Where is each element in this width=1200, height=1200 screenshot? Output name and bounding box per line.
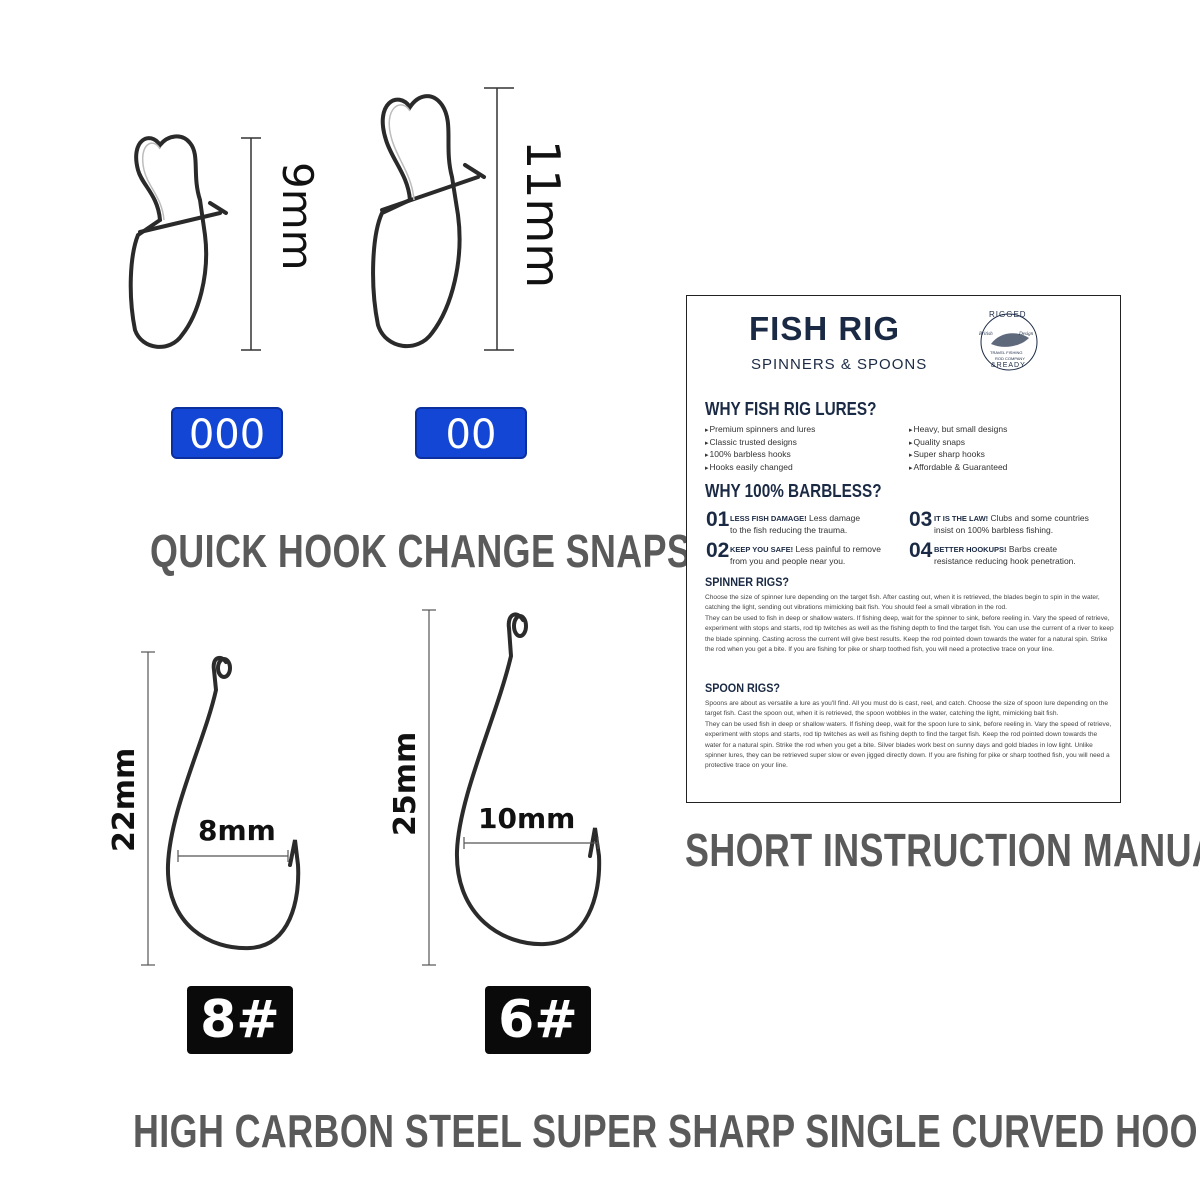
why-item: Classic trusted designs (705, 437, 815, 450)
seal-text-bottom: &READY (991, 362, 1026, 369)
hook-6-illustration (454, 612, 602, 947)
hook-size-badge-8: 8# (187, 986, 293, 1054)
why-fish-rig-heading: WHY FISH RIG LURES? (705, 399, 877, 419)
spoon-rigs-heading: SPOON RIGS? (705, 681, 781, 695)
why-item: Affordable & Guaranteed (909, 462, 1008, 475)
reason-number: 02 (706, 539, 730, 562)
spoon-rigs-text: Spoons are about as versatile a lure as … (705, 700, 1112, 770)
reason-number: 03 (909, 508, 933, 531)
seal-text-right: Design (1019, 332, 1034, 337)
seal-text-left: British (979, 332, 993, 337)
snaps-caption: QUICK HOOK CHANGE SNAPS (150, 525, 692, 577)
why-item: Premium spinners and lures (705, 424, 816, 437)
reason-number: 01 (706, 508, 730, 531)
hooks-caption: HIGH CARBON STEEL SUPER SHARP SINGLE CUR… (133, 1105, 1200, 1157)
large-snap-dimension: 11mm (516, 140, 570, 289)
hook-size-badge-6: 6# (485, 986, 591, 1054)
hook-6-gap: 10mm (478, 802, 576, 835)
large-snap-illustration (371, 94, 486, 349)
small-snap-dimension: 9mm (273, 162, 322, 271)
why-item: 100% barbless hooks (705, 449, 815, 462)
why-list-right: Heavy, but small designs Quality snaps S… (909, 424, 1008, 475)
manual-caption: SHORT INSTRUCTION MANUAL (685, 824, 1200, 876)
instruction-manual-card: FISH RIG SPINNERS & SPOONS RIGGED Britis… (686, 295, 1121, 803)
small-snap-illustration (128, 134, 228, 349)
hook-8-gap-line (177, 850, 289, 862)
spinner-rigs-text: Choose the size of spinner lure dependin… (705, 594, 1114, 654)
hook-6-dimension-line (422, 609, 436, 966)
hook-8-length: 22mm (107, 747, 142, 852)
hook-6-length: 25mm (388, 731, 423, 836)
small-snap-dimension-line (241, 137, 261, 351)
brand-name: FISH RIG (749, 310, 901, 347)
snap-size-badge-000: 000 (171, 407, 283, 459)
hook-8-illustration (165, 655, 301, 951)
snap-size-badge-00: 00 (415, 407, 527, 459)
brand-tagline: SPINNERS & SPOONS (751, 356, 928, 373)
hook-8-gap: 8mm (198, 814, 276, 847)
rigged-ready-seal-icon (980, 313, 1038, 371)
large-snap-dimension-line (484, 87, 514, 351)
why-list-left: Premium spinners and lures Classic trust… (705, 424, 816, 475)
seal-text-top: RIGGED (989, 310, 1027, 319)
spinner-rigs-heading: SPINNER RIGS? (705, 575, 790, 589)
why-item: Quality snaps (909, 437, 1007, 450)
hook-6-gap-line (463, 837, 599, 849)
seal-text-lower2: ROD COMPANY (995, 356, 1025, 361)
hook-8-dimension-line (141, 651, 155, 966)
why-item: Super sharp hooks (909, 449, 1007, 462)
why-barbless-heading: WHY 100% BARBLESS? (705, 481, 882, 501)
why-item: Hooks easily changed (705, 462, 815, 475)
why-item: Heavy, but small designs (909, 424, 1008, 437)
reason-number: 04 (909, 539, 933, 562)
seal-text-lower1: TRAVEL FISHING (990, 350, 1023, 355)
